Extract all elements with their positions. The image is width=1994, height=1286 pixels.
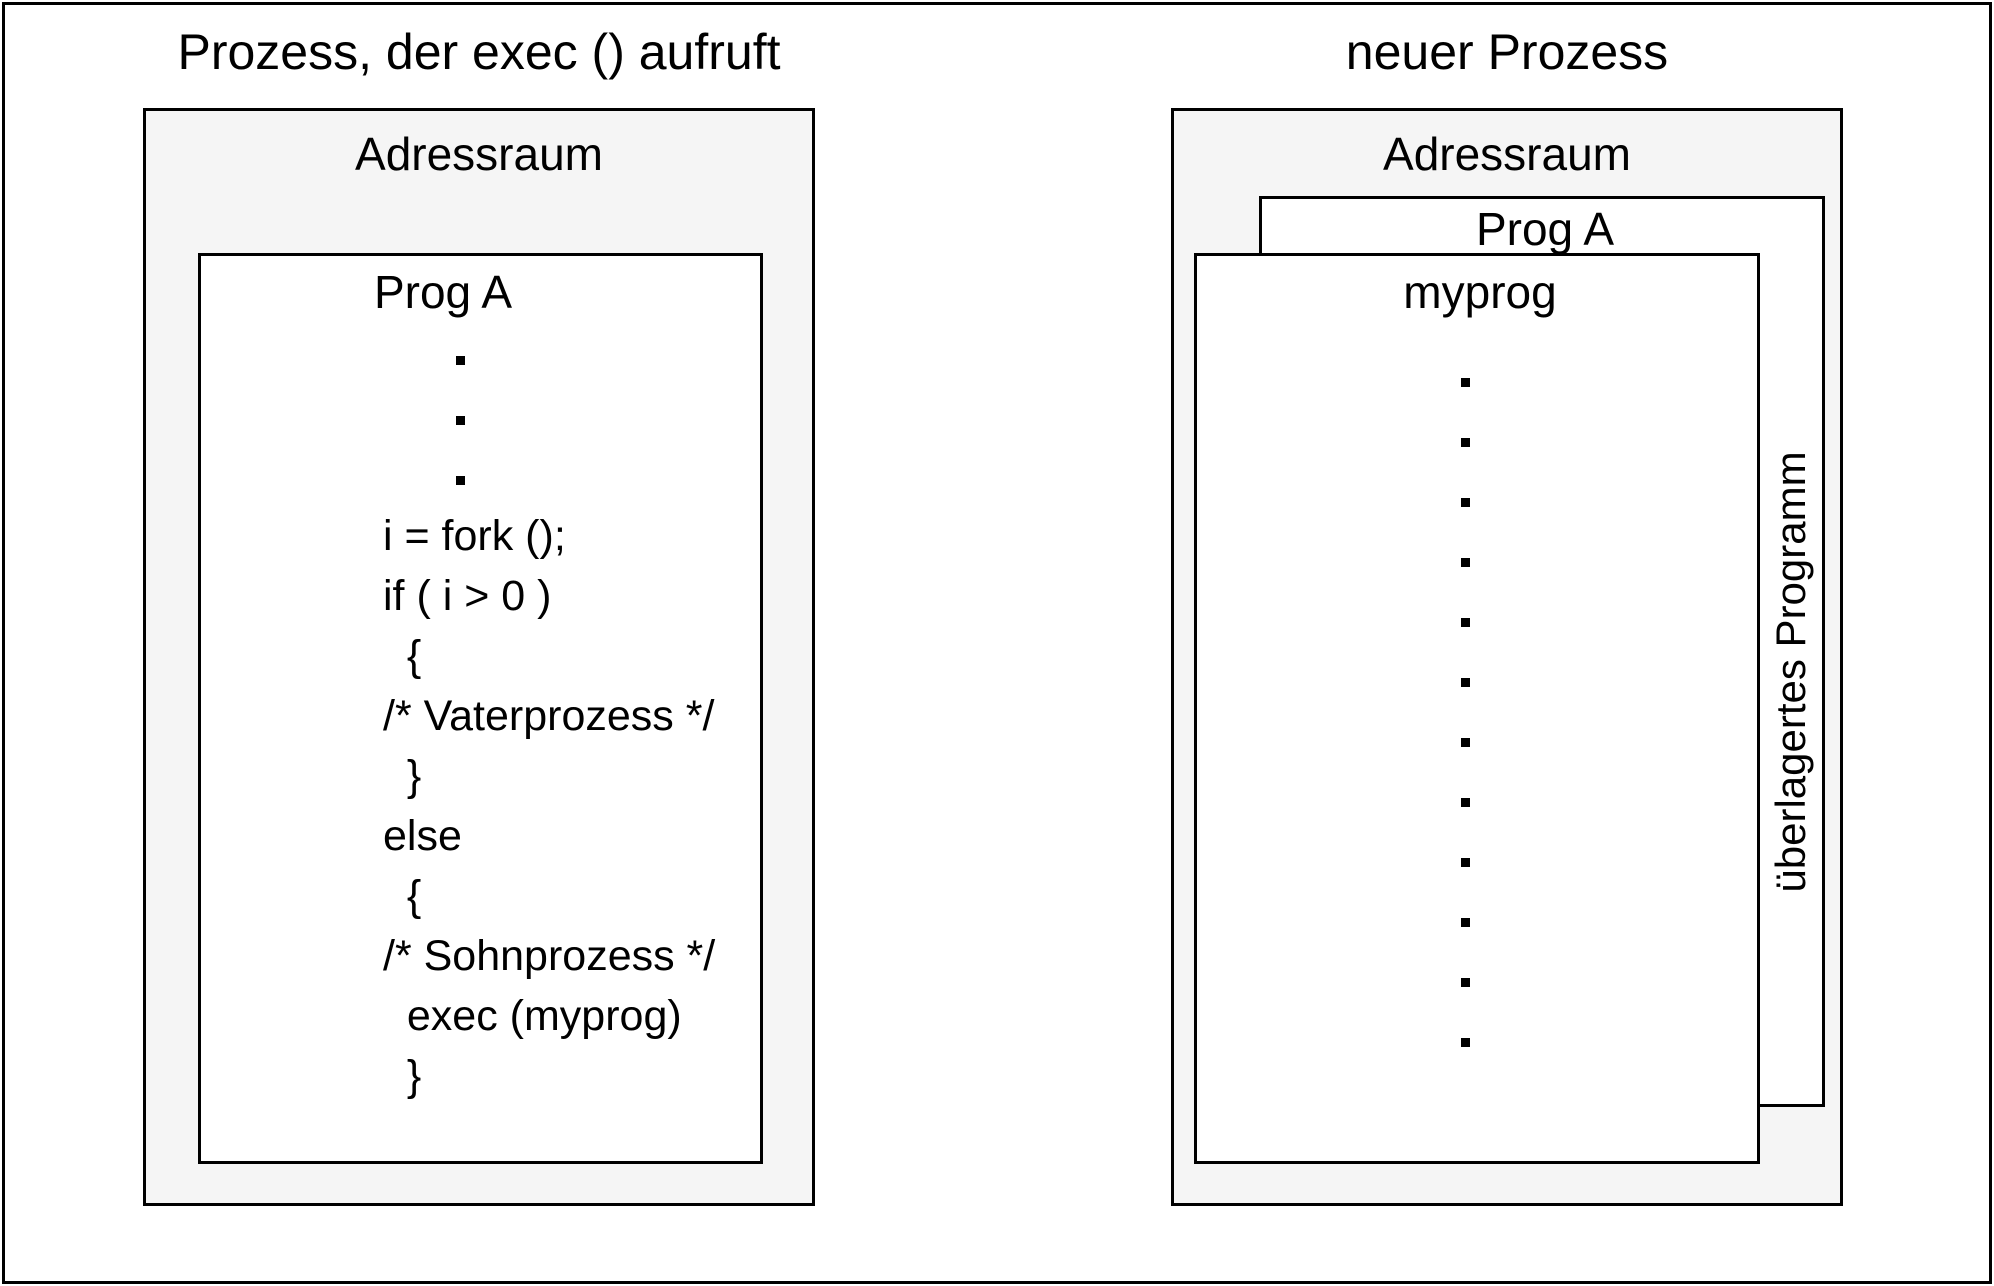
ellipsis-dot bbox=[456, 356, 465, 365]
ellipsis-dot bbox=[1461, 1038, 1470, 1047]
left-program-label: Prog A bbox=[373, 266, 513, 318]
right-ellipsis-dots bbox=[1461, 378, 1470, 1098]
code-line: i = fork (); bbox=[383, 512, 566, 560]
code-line: { bbox=[383, 632, 422, 680]
left-code-block: i = fork (); if ( i > 0 ) { /* Vaterprozes… bbox=[383, 506, 715, 1106]
ellipsis-dot bbox=[1461, 738, 1470, 747]
ellipsis-dot bbox=[1461, 798, 1470, 807]
right-address-space-label: Adressraum bbox=[1383, 128, 1631, 180]
code-line: else bbox=[383, 812, 462, 860]
code-line: } bbox=[383, 752, 422, 800]
ellipsis-dot bbox=[1461, 978, 1470, 987]
overlay-caption-vertical: überlagertes Programm bbox=[1767, 451, 1814, 893]
ellipsis-dot bbox=[456, 476, 465, 485]
ellipsis-dot bbox=[1461, 858, 1470, 867]
code-line: if ( i > 0 ) bbox=[383, 572, 552, 620]
myprog-box: myprog bbox=[1194, 253, 1760, 1164]
ellipsis-dot bbox=[1461, 618, 1470, 627]
overlaid-prog-a-label: Prog A bbox=[1475, 203, 1615, 255]
myprog-label: myprog bbox=[1403, 266, 1557, 318]
left-ellipsis-dots bbox=[456, 356, 465, 536]
ellipsis-dot bbox=[1461, 438, 1470, 447]
left-panel-title: Prozess, der exec () aufruft bbox=[177, 24, 781, 80]
ellipsis-dot bbox=[1461, 918, 1470, 927]
ellipsis-dot bbox=[456, 416, 465, 425]
code-line: /* Vaterprozess */ bbox=[383, 692, 715, 740]
code-line: { bbox=[383, 872, 422, 920]
left-program-box: Prog A i = fork (); if ( i > 0 ) { /* Vate… bbox=[198, 253, 763, 1164]
code-line: /* Sohnprozess */ bbox=[383, 932, 716, 980]
right-panel-title: neuer Prozess bbox=[1345, 24, 1669, 80]
code-line: } bbox=[383, 1052, 422, 1100]
ellipsis-dot bbox=[1461, 678, 1470, 687]
left-address-space-label: Adressraum bbox=[355, 128, 603, 180]
ellipsis-dot bbox=[1461, 378, 1470, 387]
code-line: exec (myprog) bbox=[383, 992, 682, 1040]
ellipsis-dot bbox=[1461, 558, 1470, 567]
ellipsis-dot bbox=[1461, 498, 1470, 507]
